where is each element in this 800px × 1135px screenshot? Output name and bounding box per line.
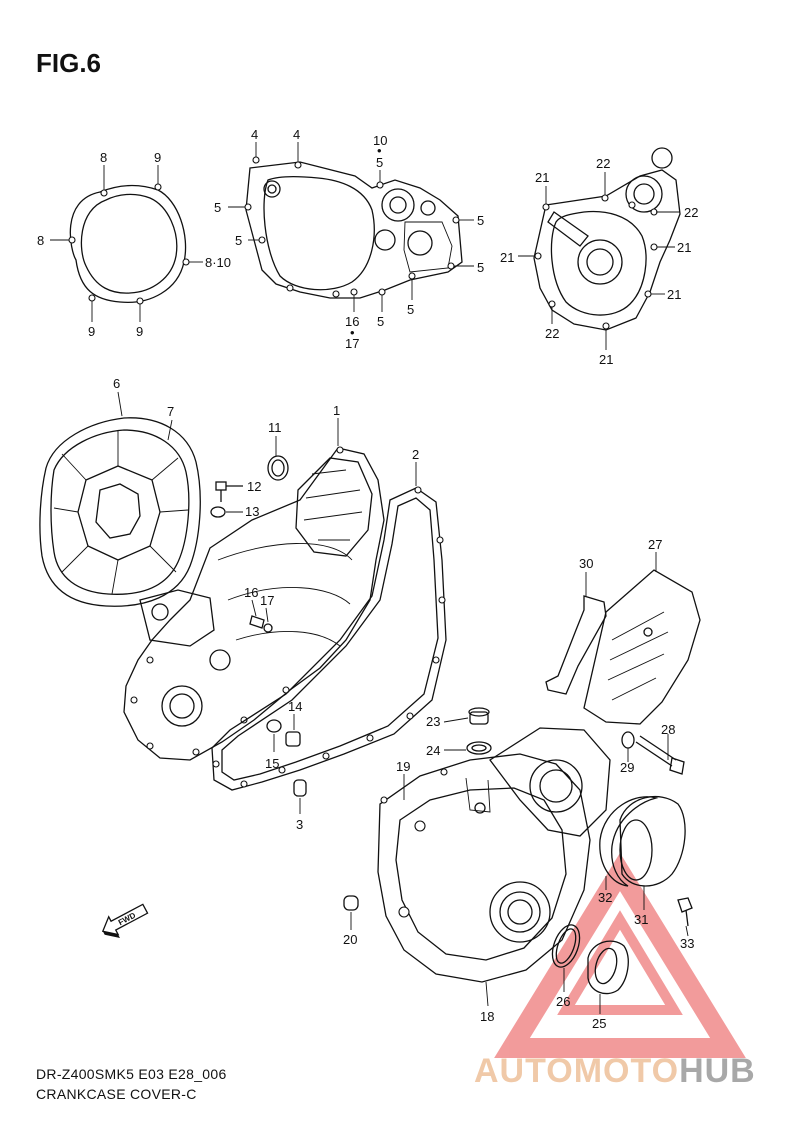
callout-dot-1: • xyxy=(377,143,382,158)
callout-5-bottom-1: 5 xyxy=(407,302,414,317)
o-ring-26 xyxy=(551,924,581,992)
callout-3: 3 xyxy=(296,817,303,832)
generator-cover-19 xyxy=(377,727,611,983)
figure-title: FIG.6 xyxy=(36,48,102,78)
oil-seal-11 xyxy=(267,455,289,481)
watermark-text-main: AUTOMOTO xyxy=(474,1052,680,1090)
callout-9-top: 9 xyxy=(154,150,161,165)
callout-8-left: 8 xyxy=(37,233,44,248)
callout-26: 26 xyxy=(556,994,570,1009)
dowel-3 xyxy=(293,779,307,814)
callout-5-top: 5 xyxy=(376,155,383,170)
watermark-text: AUTOMOTOHUB xyxy=(474,1052,756,1091)
callout-7: 7 xyxy=(167,404,174,419)
callout-16-top: 16 xyxy=(345,314,359,329)
callout-11: 11 xyxy=(268,420,282,435)
fwd-arrow-icon: FWD xyxy=(101,903,149,938)
callout-4-left: 4 xyxy=(251,127,258,142)
dowel-20 xyxy=(343,895,359,930)
cover-plate-27 xyxy=(583,569,701,725)
callout-dot-2: • xyxy=(350,325,355,340)
plug-14-15 xyxy=(266,714,301,752)
leader-lines-group-d xyxy=(117,391,173,441)
callout-20: 20 xyxy=(343,932,357,947)
bracket-30 xyxy=(545,572,607,695)
leader-lines-group-b xyxy=(228,142,474,312)
bolt-28 xyxy=(635,734,685,775)
callout-31: 31 xyxy=(634,912,648,927)
clutch-cover xyxy=(39,417,201,607)
callout-14: 14 xyxy=(288,699,302,714)
callout-21-right: 21 xyxy=(677,240,691,255)
callout-23: 23 xyxy=(426,714,440,729)
section-name: CRANKCASE COVER-C xyxy=(36,1086,197,1102)
callout-8-10: 8·10 xyxy=(205,255,231,270)
leader-lines-group-g xyxy=(403,774,689,1007)
callout-15: 15 xyxy=(265,756,279,771)
crankcase-gasket xyxy=(244,156,463,299)
cover-gasket-large xyxy=(211,486,447,791)
callout-33: 33 xyxy=(680,936,694,951)
washer-13 xyxy=(210,506,243,518)
bolt-16-17 xyxy=(249,599,273,633)
callout-16: 16 xyxy=(244,585,258,600)
callout-10: 10 xyxy=(373,133,387,148)
callout-5-right-2: 5 xyxy=(477,260,484,275)
watermark-triangle xyxy=(494,852,746,1058)
callout-21-top: 21 xyxy=(535,170,549,185)
callout-21-bottom: 21 xyxy=(599,352,613,367)
model-code: DR-Z400SMK5 E03 E28_006 xyxy=(36,1066,227,1082)
leader-lines-group-c xyxy=(518,172,680,350)
callout-28: 28 xyxy=(661,722,675,737)
callout-12: 12 xyxy=(247,479,261,494)
cap-25 xyxy=(587,940,629,1014)
callout-22-bottom: 22 xyxy=(545,326,559,341)
callout-21-left: 21 xyxy=(500,250,514,265)
callout-9-bottom-left: 9 xyxy=(88,324,95,339)
cover-gasket-ring xyxy=(68,183,190,305)
callout-29: 29 xyxy=(620,760,634,775)
callout-32: 32 xyxy=(598,890,612,905)
callout-22-top: 22 xyxy=(596,156,610,171)
watermark-text-hub: HUB xyxy=(679,1052,756,1090)
callout-22-right: 22 xyxy=(684,205,698,220)
callout-5-right-1: 5 xyxy=(477,213,484,228)
callout-4-right: 4 xyxy=(293,127,300,142)
washer-29 xyxy=(621,731,635,762)
callout-30: 30 xyxy=(579,556,593,571)
callout-18: 18 xyxy=(480,1009,494,1024)
plug-23-24 xyxy=(443,707,492,755)
generator-cover-gasket xyxy=(533,147,681,331)
callout-19: 19 xyxy=(396,759,410,774)
callout-5-bottom-2: 5 xyxy=(377,314,384,329)
cap-31 xyxy=(619,795,686,887)
callout-5-left-2: 5 xyxy=(235,233,242,248)
callout-8-top: 8 xyxy=(100,150,107,165)
callout-9-bottom-right: 9 xyxy=(136,324,143,339)
callout-2: 2 xyxy=(412,447,419,462)
callout-5-left-1: 5 xyxy=(214,200,221,215)
callout-17-top: 17 xyxy=(345,336,359,351)
o-ring-32 xyxy=(599,796,659,887)
callout-13: 13 xyxy=(245,504,259,519)
callout-21-right-low: 21 xyxy=(667,287,681,302)
callout-24: 24 xyxy=(426,743,440,758)
bolt-12 xyxy=(215,481,243,502)
callout-1: 1 xyxy=(333,403,340,418)
bolt-33 xyxy=(677,897,693,927)
leader-lines-group-e xyxy=(275,418,417,486)
callout-17: 17 xyxy=(260,593,274,608)
callout-6: 6 xyxy=(113,376,120,391)
callout-25: 25 xyxy=(592,1016,606,1031)
callout-27: 27 xyxy=(648,537,662,552)
leader-lines-group-a xyxy=(50,165,203,322)
